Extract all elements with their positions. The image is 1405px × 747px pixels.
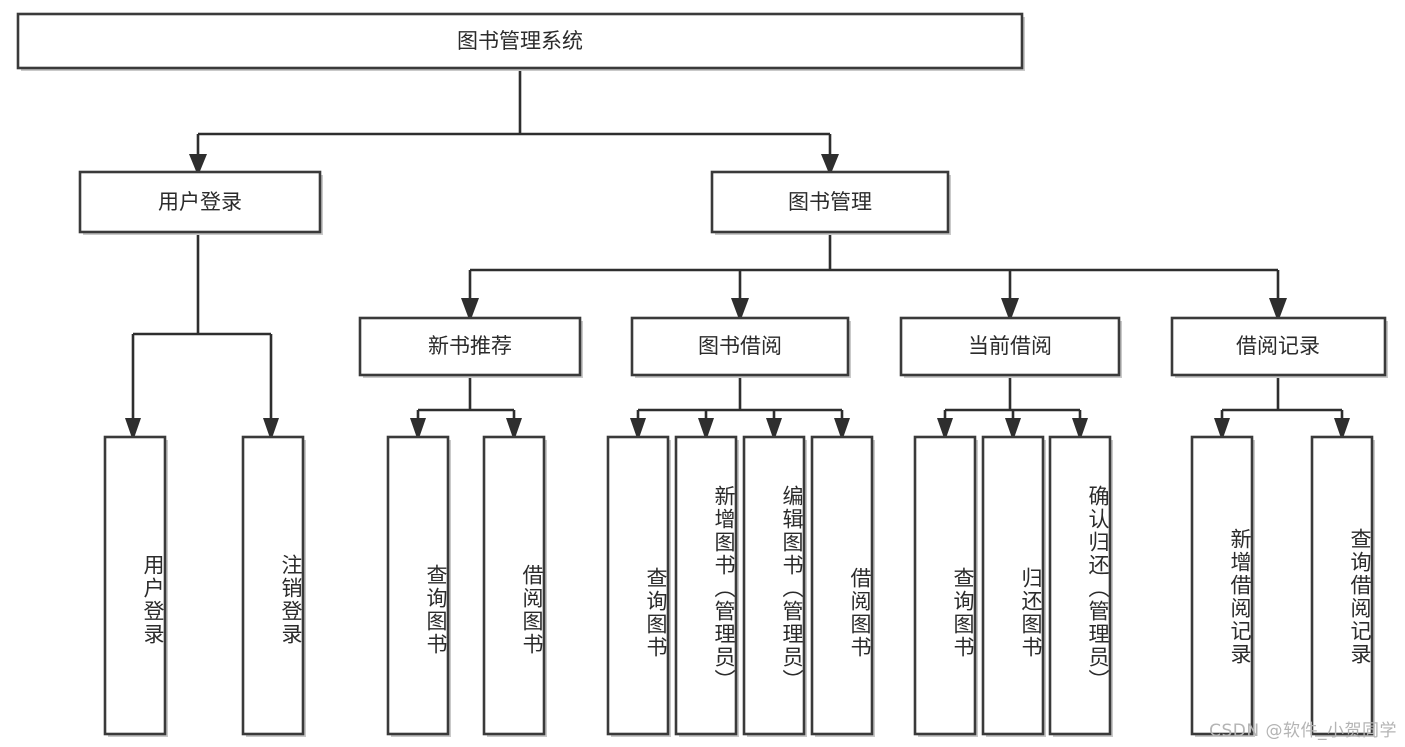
node-current-borrow[interactable]: 当前借阅 (899, 316, 1122, 378)
arrow-head-icon (1001, 298, 1019, 322)
leaf-box (981, 435, 1045, 736)
leaf-box (1310, 435, 1374, 736)
leaf-box (482, 435, 546, 736)
leaf-box (810, 435, 874, 736)
leaf-node-query-book-borrow[interactable] (606, 435, 671, 737)
node-new-book-recommend[interactable]: 新书推荐 (358, 316, 583, 378)
arrow-head-icon (630, 418, 646, 441)
leaf-box (1048, 435, 1112, 736)
node-book-management-box (710, 170, 950, 234)
node-root-label: 图书管理系统 (457, 29, 583, 53)
arrow-head-icon (766, 418, 782, 441)
arrow-head-icon (834, 418, 850, 441)
node-user-login-label: 用户登录 (158, 190, 242, 214)
node-root-box (16, 12, 1024, 70)
arrow-head-icon (125, 418, 141, 441)
leaf-node-boxes (103, 435, 1375, 737)
node-borrow-record[interactable]: 借阅记录 (1170, 316, 1388, 378)
leaf-node-borrow-book[interactable] (810, 435, 875, 737)
node-book-management-label: 图书管理 (788, 190, 872, 214)
node-borrow-record-label: 借阅记录 (1236, 334, 1320, 358)
leaf-box (606, 435, 670, 736)
leaf-node-edit-book-admin[interactable] (742, 435, 807, 737)
arrow-head-icon (461, 298, 479, 322)
leaf-box (742, 435, 806, 736)
node-book-borrow[interactable]: 图书借阅 (630, 316, 851, 378)
arrow-head-icon (506, 418, 522, 441)
arrow-head-icon (189, 154, 207, 176)
leaf-node-logout[interactable] (241, 435, 306, 737)
node-new-book-recommend-label: 新书推荐 (428, 334, 512, 358)
leaf-box (386, 435, 450, 736)
arrow-head-icon (731, 298, 749, 322)
arrow-head-icon (1214, 418, 1230, 441)
arrow-head-icon (410, 418, 426, 441)
leaf-node-return-book[interactable] (981, 435, 1046, 737)
arrow-head-icon (821, 154, 839, 176)
arrow-head-icon (1005, 418, 1021, 441)
arrow-heads (125, 154, 1350, 441)
arrow-head-icon (698, 418, 714, 441)
arrow-head-icon (1269, 298, 1287, 322)
leaf-node-confirm-return-admin[interactable] (1048, 435, 1113, 737)
leaf-node-query-book-current[interactable] (913, 435, 978, 737)
leaf-node-query-book-newbook[interactable] (386, 435, 451, 737)
arrow-head-icon (1072, 418, 1088, 441)
leaf-box (241, 435, 305, 736)
leaf-node-user-login[interactable] (103, 435, 168, 737)
node-current-borrow-label: 当前借阅 (968, 334, 1052, 358)
leaf-box (103, 435, 167, 736)
csdn-watermark: CSDN @软件_小贺同学 (1209, 721, 1397, 741)
leaf-node-query-borrow-record[interactable] (1310, 435, 1375, 737)
node-user-login-box (78, 170, 322, 234)
node-book-borrow-box (630, 316, 850, 377)
node-root[interactable]: 图书管理系统 (16, 12, 1025, 71)
node-new-book-recommend-box (358, 316, 582, 377)
leaf-box (913, 435, 977, 736)
arrow-head-icon (263, 418, 279, 441)
node-borrow-record-box (1170, 316, 1387, 377)
leaf-node-borrow-book-newbook[interactable] (482, 435, 547, 737)
leaf-node-add-borrow-record[interactable] (1190, 435, 1255, 737)
node-book-borrow-label: 图书借阅 (698, 334, 782, 358)
leaf-box (1190, 435, 1254, 736)
arrow-head-icon (937, 418, 953, 441)
node-user-login[interactable]: 用户登录 (78, 170, 323, 235)
arrow-head-icon (1334, 418, 1350, 441)
node-current-borrow-box (899, 316, 1121, 377)
leaf-node-add-book-admin[interactable] (674, 435, 739, 737)
node-book-management[interactable]: 图书管理 (710, 170, 951, 235)
leaf-box (674, 435, 738, 736)
